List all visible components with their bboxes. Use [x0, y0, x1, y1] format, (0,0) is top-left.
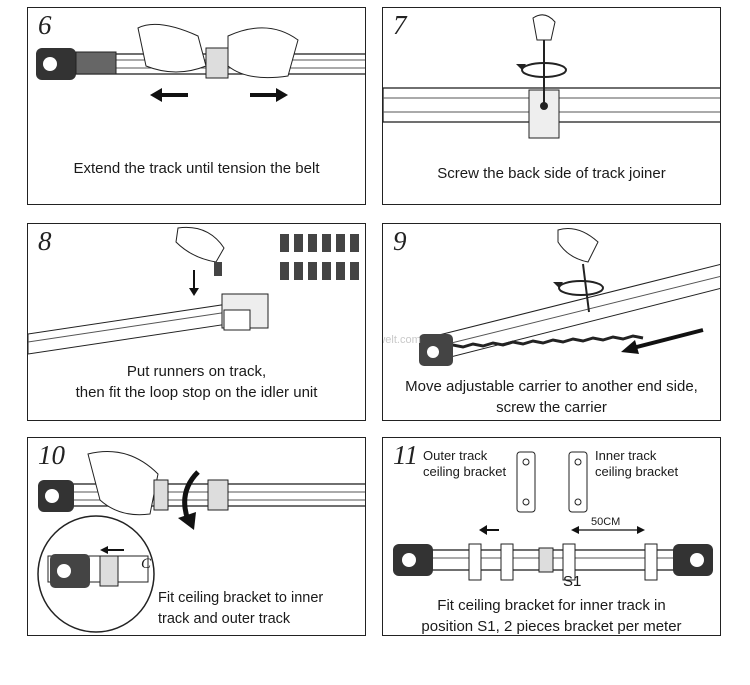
step-number: 10	[38, 440, 65, 470]
left-arrow-icon	[150, 88, 188, 102]
inner-bracket-label: Inner track ceiling bracket	[595, 448, 679, 479]
step-10-panel: 10 C Fit ceiling bracket to inner track …	[27, 437, 366, 636]
step-number: 11	[393, 440, 418, 470]
left-arrow-icon	[100, 546, 108, 554]
move-arrow-icon	[621, 340, 639, 354]
step-9-panel: 9 sales@baumwelt.com Move adjustable car…	[382, 223, 721, 421]
step-8-panel: 8 Put runners on track, then fit the loo…	[27, 223, 366, 421]
step-7-panel: 7 Screw the back side of track joiner	[382, 7, 721, 205]
step-10-illustration	[37, 451, 365, 633]
step-number: 8	[38, 226, 52, 256]
rotate-arrow-icon	[178, 512, 196, 530]
step-caption: Screw the back side of track joiner	[437, 165, 666, 182]
step-9-illustration	[419, 228, 720, 366]
inner-bracket-icon	[568, 451, 588, 513]
right-arrow-icon	[250, 88, 288, 102]
distance-label: 50CM	[591, 516, 621, 528]
position-label: S1	[563, 573, 582, 590]
step-number: 9	[393, 226, 407, 256]
step-11-illustration	[393, 451, 713, 581]
step-7-illustration	[383, 14, 720, 139]
step-8-illustration	[28, 226, 359, 355]
step-number: 7	[393, 10, 407, 40]
step-6-illustration	[36, 23, 365, 102]
step-caption: Fit ceiling bracket for inner track in p…	[421, 597, 682, 635]
outer-bracket-icon	[516, 451, 536, 513]
step-11-panel: 11 Outer track ceiling bracket Inner tra…	[382, 437, 721, 636]
step-caption: Fit ceiling bracket to inner track and o…	[158, 590, 324, 627]
detail-label: C	[141, 556, 152, 572]
step-caption: Put runners on track, then fit the loop …	[75, 363, 318, 401]
outer-bracket-label: Outer track ceiling bracket	[423, 448, 507, 479]
step-caption: Extend the track until tension the belt	[73, 160, 320, 177]
rotate-arrow-icon	[516, 64, 526, 70]
step-number: 6	[38, 10, 52, 40]
down-arrow-icon	[189, 288, 199, 296]
step-6-panel: 6 Extend the track until tension the bel…	[27, 7, 366, 205]
step-caption: Move adjustable carrier to another end s…	[405, 378, 698, 416]
watermark: sales@baumwelt.com	[383, 334, 421, 346]
rotate-arrow-icon	[553, 282, 563, 288]
runners-icon	[280, 234, 359, 280]
